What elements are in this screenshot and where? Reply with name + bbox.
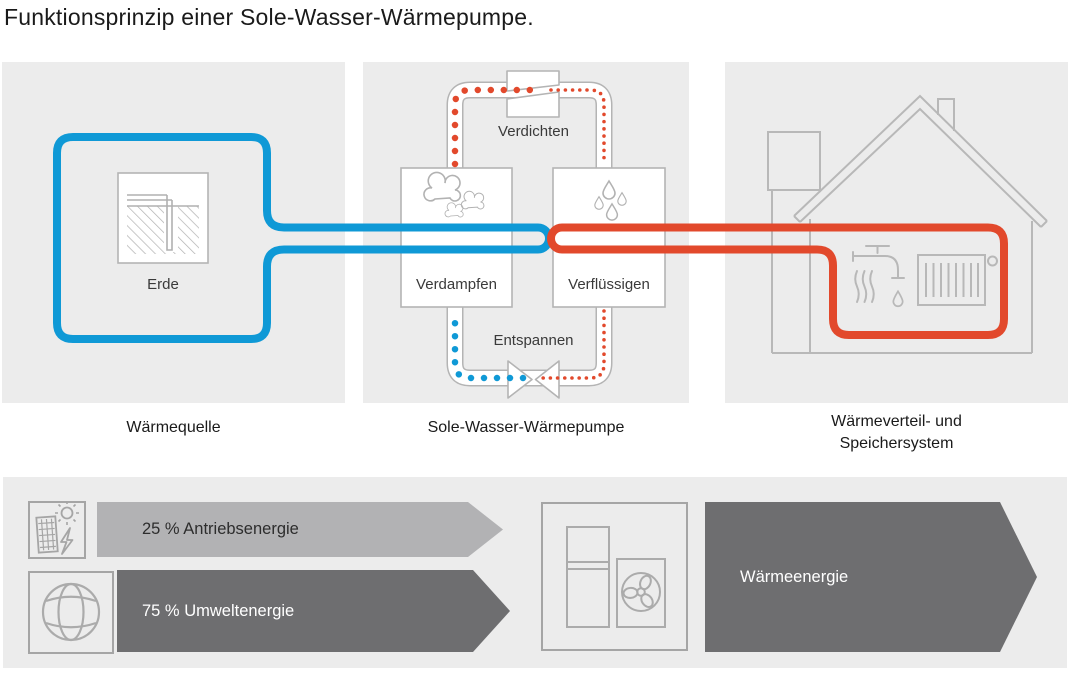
drive-energy-arrow: 25 % Antriebsenergie — [97, 502, 503, 557]
panel-heat-pump — [363, 62, 689, 403]
distribution-caption-line1: Wärmeverteil- und — [831, 413, 962, 430]
panel-heat-source — [2, 62, 345, 403]
page-title: Funktionsprinzip einer Sole-Wasser-Wärme… — [4, 4, 534, 30]
environment-energy-arrow: 75 % Umweltenergie — [117, 570, 510, 652]
evaporate-stage-label: Verdampfen — [416, 276, 497, 293]
earth-label: Erde — [147, 276, 179, 293]
environment-energy-label: 75 % Umweltenergie — [142, 601, 295, 620]
heat-energy-arrow: Wärmeenergie — [705, 502, 1037, 652]
distribution-caption-line2: Speichersystem — [839, 435, 954, 452]
expand-stage-label: Entspannen — [493, 332, 574, 349]
drive-energy-label: 25 % Antriebsenergie — [142, 520, 299, 538]
heat-pump-caption: Sole-Wasser-Wärmepumpe — [427, 419, 625, 436]
heat-source-caption: Wärmequelle — [126, 419, 221, 436]
condense-stage-label: Verflüssigen — [568, 276, 650, 293]
heat-energy-label: Wärmeenergie — [740, 567, 849, 586]
panel-distribution — [725, 62, 1068, 403]
compress-stage-label: Verdichten — [498, 123, 569, 140]
distribution-caption: Wärmeverteil- und Speichersystem — [725, 411, 1068, 455]
